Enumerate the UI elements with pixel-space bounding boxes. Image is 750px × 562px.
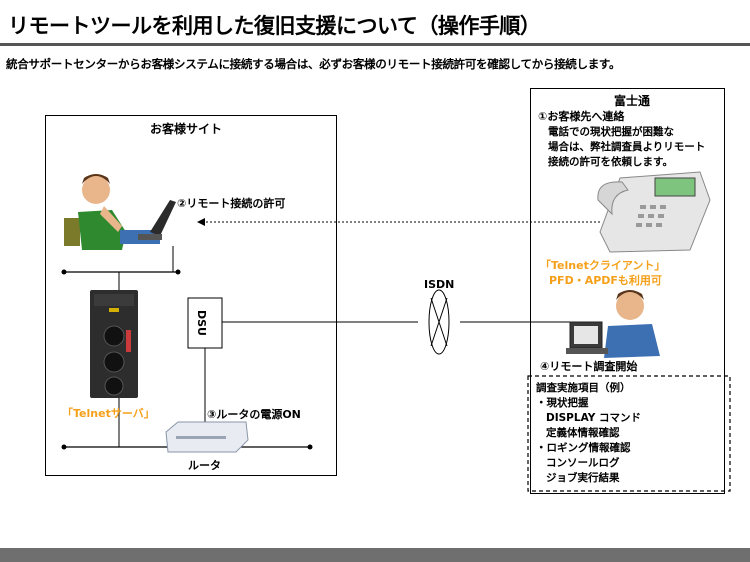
step1-body-line-1: 電話での現状把握が困難な bbox=[548, 126, 674, 138]
survey-item: ・ロギング情報確認 bbox=[536, 442, 631, 454]
survey-items-title: 調査実施項目（例） bbox=[536, 382, 631, 394]
footer-bar bbox=[0, 548, 750, 562]
fujitsu-operator-illustration bbox=[566, 290, 660, 358]
customer-site-box bbox=[45, 115, 337, 476]
step1-title: ①お客様先へ連絡 bbox=[538, 110, 625, 123]
page-subtitle: 統合サポートセンターからお客様システムに接続する場合は、必ずお客様のリモート接続… bbox=[6, 57, 621, 71]
lan-bus-bottom-end-left bbox=[61, 444, 67, 450]
customer-site-heading: お客様サイト bbox=[150, 122, 223, 136]
step4-label: ④リモート調査開始 bbox=[540, 360, 638, 373]
telnet-server-label: 「Telnetサーバ」 bbox=[62, 407, 155, 420]
survey-item: DISPLAY コマンド bbox=[546, 412, 641, 424]
page-title: リモートツールを利用した復旧支援について（操作手順） bbox=[8, 14, 541, 38]
dsu-label: DSU bbox=[195, 310, 208, 336]
telephone-illustration bbox=[597, 171, 711, 253]
dsu-box-shape bbox=[187, 297, 223, 349]
isdn-cross-2 bbox=[430, 297, 448, 347]
step3-label: ③ルータの電源ON bbox=[207, 408, 301, 421]
step2-label: ②リモート接続の許可 bbox=[177, 197, 286, 210]
survey-items-box bbox=[527, 375, 731, 492]
survey-items-list: 調査実施項目（例） ・現状把握 DISPLAY コマンド 定義体情報確認 ・ロギ… bbox=[536, 381, 641, 486]
lan-bus-top-end-left bbox=[61, 269, 67, 275]
lan-bus-bottom-end-right bbox=[307, 444, 313, 450]
lan-bus-top-end-right bbox=[175, 269, 181, 275]
survey-item: ジョブ実行結果 bbox=[546, 472, 620, 484]
fujitsu-box bbox=[530, 88, 725, 494]
isdn-label: ISDN bbox=[424, 278, 455, 291]
telnet-client-note: PFD・APDFも利用可 bbox=[549, 274, 662, 287]
customer-operator-illustration bbox=[64, 174, 176, 250]
fujitsu-heading: 富士通 bbox=[614, 94, 651, 108]
survey-item: コンソールログ bbox=[546, 457, 620, 469]
router-label: ルータ bbox=[188, 459, 221, 472]
title-divider bbox=[0, 43, 750, 46]
survey-item: ・現状把握 bbox=[536, 397, 589, 409]
router-illustration bbox=[165, 421, 249, 453]
telnet-client-label: 「Telnetクライアント」 bbox=[540, 259, 666, 272]
step1-body-line-2: 場合は、弊社調査員よりリモート bbox=[548, 141, 706, 153]
telnet-server-illustration bbox=[90, 290, 138, 398]
step1-body-line-3: 接続の許可を依頼します。 bbox=[548, 156, 673, 168]
survey-item: 定義体情報確認 bbox=[546, 427, 620, 439]
